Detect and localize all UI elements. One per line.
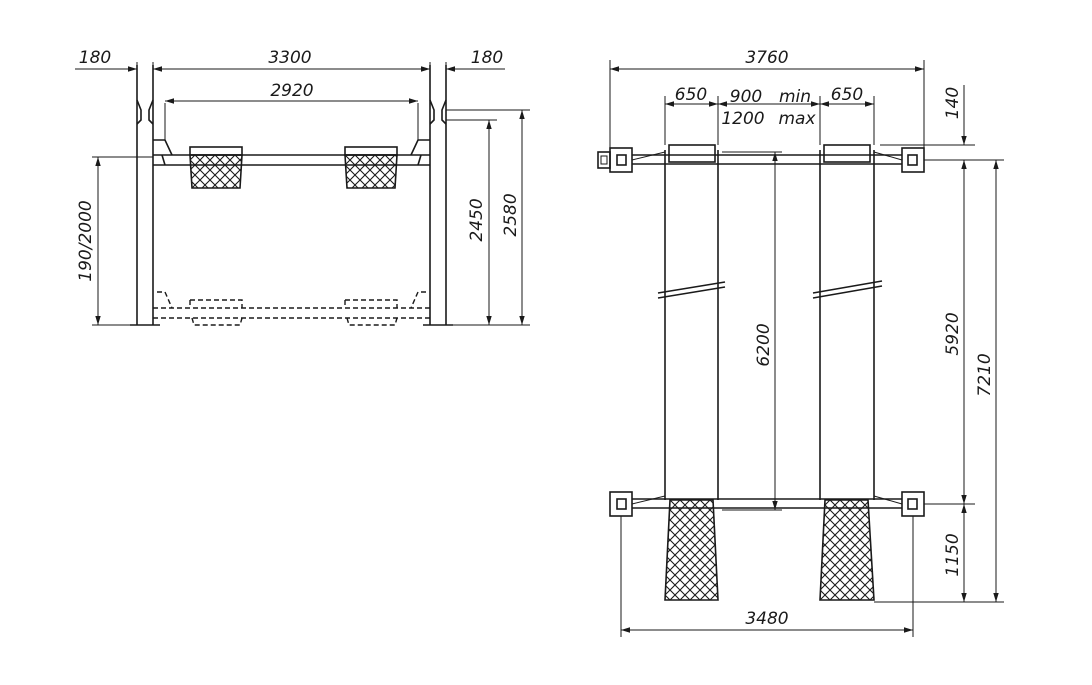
runways — [657, 144, 883, 601]
top-right-dimensions — [874, 85, 1004, 603]
left-wheel-block — [189, 154, 243, 189]
side-view: 180 3300 180 2920 190/2000 2450 2580 — [75, 48, 530, 326]
dim-height-inner: 2450 — [467, 198, 487, 241]
side-left-dimension — [92, 156, 153, 326]
right-ramp — [819, 499, 875, 601]
lowered-runway — [153, 291, 430, 326]
right-post — [423, 65, 453, 326]
dim-total-width: 3760 — [745, 48, 788, 68]
raised-runway — [153, 139, 430, 189]
dim-post-right: 180 — [471, 48, 503, 68]
side-top-dimensions — [75, 62, 505, 140]
runway-length-dimension — [722, 151, 782, 511]
dim-gap-min-label: min — [779, 87, 811, 107]
dim-lift-height: 190/2000 — [76, 200, 96, 281]
dim-inner-width: 2920 — [270, 81, 313, 101]
dim-outer-width: 3300 — [268, 48, 311, 68]
dim-total-length: 7210 — [975, 353, 995, 396]
top-view: 3760 650 900 min 1200 max 650 140 5920 1… — [597, 48, 1004, 637]
dim-runway-length: 6200 — [754, 323, 774, 366]
dim-runway-right: 650 — [831, 85, 863, 105]
side-right-dimensions — [446, 109, 530, 326]
dim-height-total: 2580 — [501, 193, 521, 236]
dim-front-offset: 140 — [943, 87, 963, 119]
dim-runway-left: 650 — [675, 85, 707, 105]
bottom-dimension — [620, 516, 914, 637]
dim-gap-max: 1200 — [721, 109, 764, 129]
dim-ramp-length: 1150 — [943, 533, 963, 576]
dim-post-width: 3480 — [745, 609, 788, 629]
left-post — [130, 65, 160, 326]
right-wheel-block — [344, 154, 398, 189]
dim-gap-min: 900 — [730, 87, 762, 107]
dim-post-left: 180 — [79, 48, 111, 68]
dim-gap-max-label: max — [778, 109, 816, 129]
top-dimensions — [609, 60, 925, 148]
dim-post-spacing: 5920 — [943, 312, 963, 355]
left-ramp — [664, 499, 719, 601]
